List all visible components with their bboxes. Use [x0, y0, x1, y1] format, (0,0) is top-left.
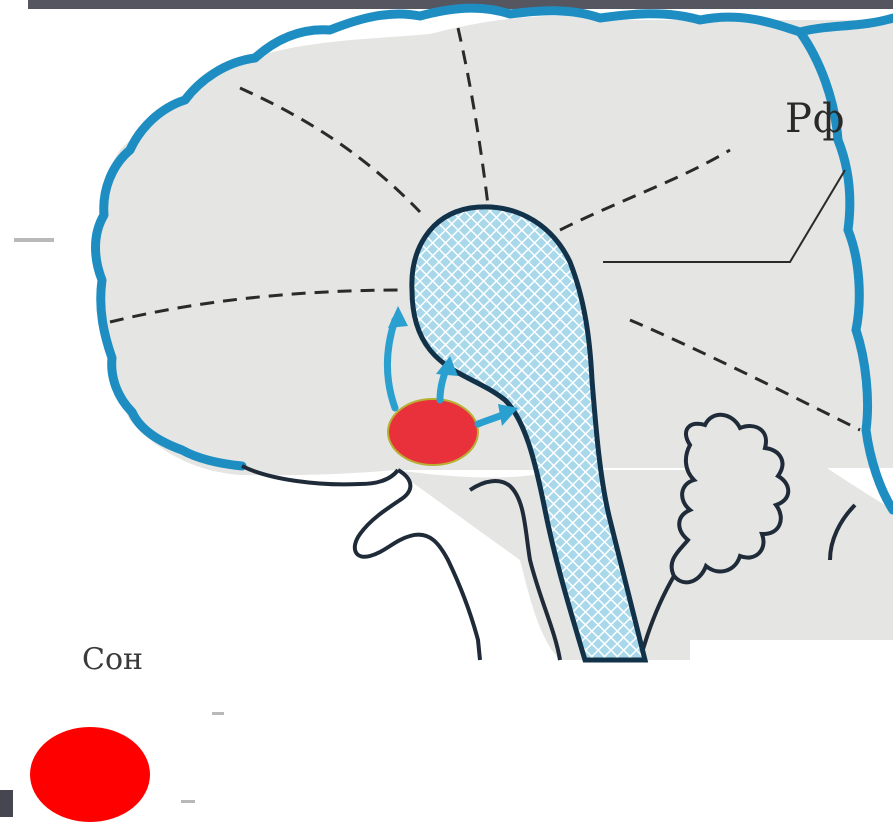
structure-label: Рф — [785, 96, 845, 142]
red-nucleus — [388, 399, 478, 465]
frame-corner-block — [0, 790, 13, 817]
state-label: Сон — [82, 642, 143, 677]
red-circle-icon — [30, 727, 150, 822]
